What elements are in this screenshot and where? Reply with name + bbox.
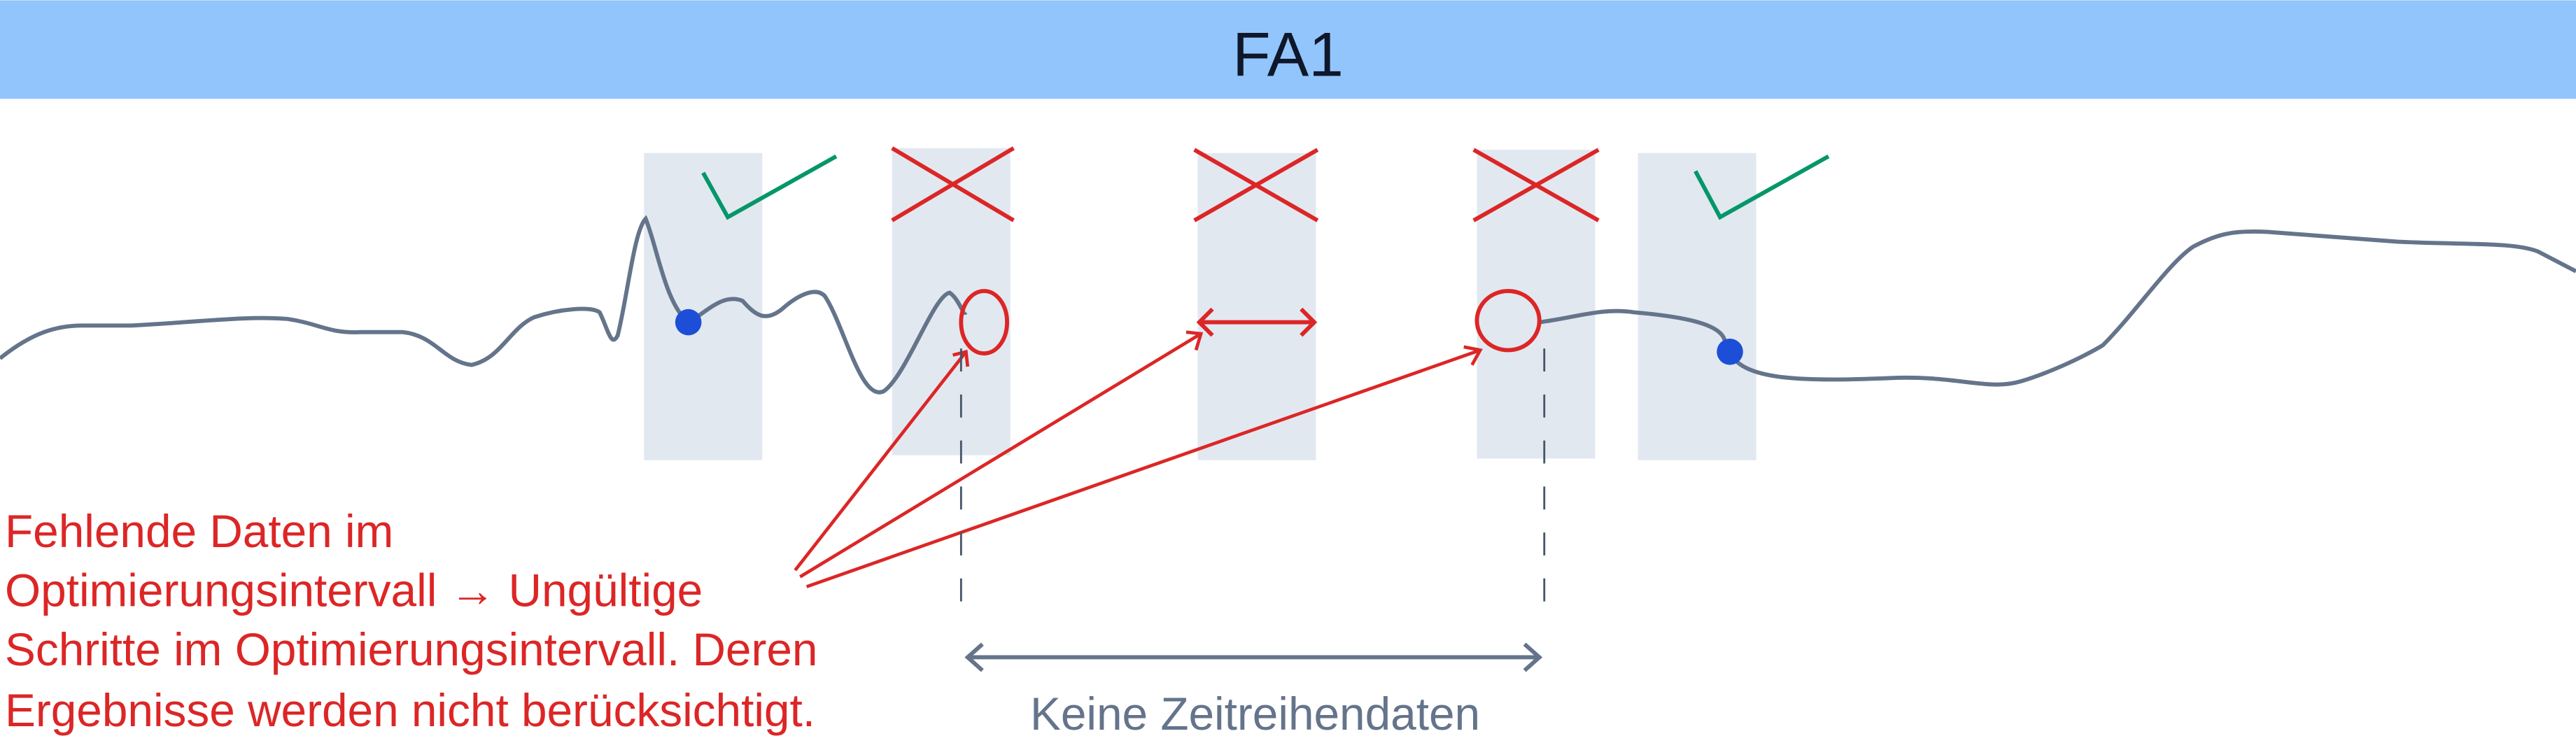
gap-span-arrow (964, 642, 1543, 672)
cross-icon (1193, 148, 1319, 222)
annotation-line: Schritte im Optimierungsintervall. Deren (5, 623, 817, 675)
cross-icon (891, 146, 1015, 222)
interval-box-5 (1638, 153, 1757, 460)
missing-data-marker (959, 289, 1009, 356)
annotation-line: Fehlende Daten im (5, 505, 393, 557)
header-title: FA1 (1232, 19, 1344, 89)
annotation-line: Optimierungsintervall → Ungültige (5, 565, 703, 616)
time-series-line-left (0, 215, 968, 395)
valid-point (675, 309, 702, 336)
interval-box-3 (1197, 153, 1316, 460)
missing-interval-arrow (1196, 307, 1318, 337)
missing-data-marker (1474, 289, 1542, 353)
annotation-text: Fehlende Daten im Optimierungsintervall … (5, 505, 817, 736)
valid-point (1717, 339, 1743, 365)
cross-icon (1472, 148, 1600, 222)
gap-label: Keine Zeitreihendaten (1030, 688, 1480, 740)
check-icon (701, 154, 838, 220)
time-series-line-right (1539, 229, 2576, 387)
check-icon (1694, 154, 1830, 220)
annotation-line: Ergebnisse werden nicht berücksichtigt. (5, 684, 815, 736)
pointer-arrows (794, 330, 1483, 588)
header-bar (0, 0, 2576, 99)
interval-box-1 (644, 153, 763, 460)
interval-box-2 (892, 148, 1011, 455)
